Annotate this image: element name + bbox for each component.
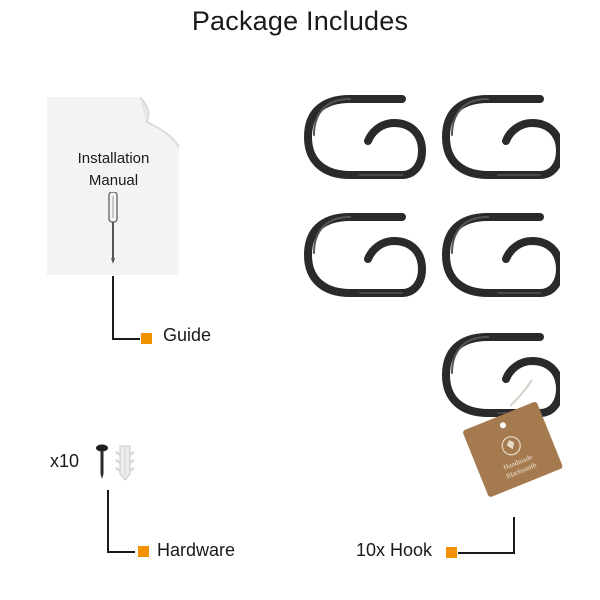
- manual-title: Installation Manual: [56, 148, 171, 192]
- guide-label: Guide: [163, 325, 212, 345]
- hook-4: [446, 217, 560, 293]
- guide-connector-vertical: [112, 276, 114, 340]
- hardware-label: Hardware: [157, 540, 236, 560]
- hook-3: [308, 217, 422, 293]
- hook-connector-vertical: [513, 517, 515, 554]
- guide-connector-horizontal: [112, 338, 140, 340]
- hook-1: [308, 99, 422, 175]
- page-curl-icon: [140, 97, 180, 148]
- hardware-quantity: x10: [50, 451, 80, 471]
- page-title: Package Includes: [191, 6, 409, 36]
- manual-title-line2: Manual: [88, 172, 139, 189]
- screwdriver-icon: [108, 192, 118, 264]
- hardware-connector-horizontal: [107, 551, 135, 553]
- hook-label: 10x Hook: [356, 540, 433, 560]
- hardware-connector-vertical: [107, 490, 109, 553]
- hook-2: [446, 99, 560, 175]
- screw-icon: [96, 444, 108, 479]
- hook-bullet-icon: [446, 547, 457, 558]
- hook-connector-horizontal: [458, 552, 515, 554]
- brand-tag: Handmade Blacksmith: [463, 379, 563, 497]
- wall-anchor-icon: [115, 445, 135, 481]
- hardware-bullet-icon: [138, 546, 149, 557]
- manual-title-line1: Installation: [77, 150, 150, 167]
- guide-bullet-icon: [141, 333, 152, 344]
